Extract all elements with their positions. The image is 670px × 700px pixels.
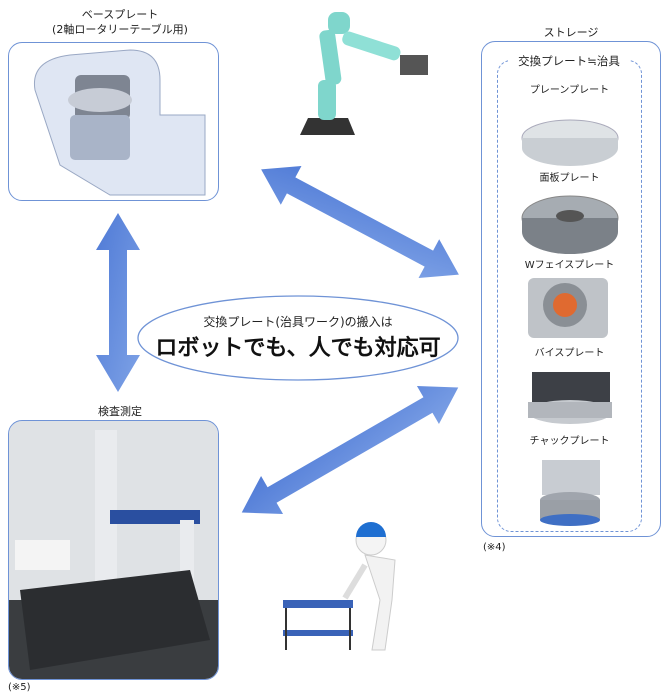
- faceplate-image: [521, 195, 619, 254]
- arrow-base-to-inspection: [96, 213, 140, 392]
- chuck-plate-image: [540, 460, 600, 526]
- storage-item-w-face-plate: Wフェイスプレート: [524, 260, 615, 271]
- storage-note: (※4): [483, 542, 506, 553]
- storage-title: ストレージ: [543, 26, 599, 39]
- inspection-box: [8, 420, 219, 680]
- center-headline: ロボットでも、人でも対応可: [155, 336, 441, 361]
- w-face-plate-image: [528, 278, 608, 338]
- storage-item-plain-plate: プレーンプレート: [529, 85, 610, 96]
- storage-item-faceplate: 面板プレート: [539, 173, 600, 184]
- center-caption: 交換プレート(治具ワーク)の搬入は: [203, 315, 393, 329]
- person-with-cart-image: [283, 522, 396, 651]
- arrow-inspection-to-storage: [241, 385, 459, 515]
- plain-plate-image: [521, 119, 619, 166]
- center-ellipse: [137, 295, 459, 381]
- robot-arm-image: [300, 12, 428, 135]
- cmm-photo: [9, 421, 218, 679]
- rotary-table-image: [33, 49, 206, 196]
- base-plate-box: [8, 42, 219, 201]
- inspection-note: (※5): [8, 682, 31, 693]
- vise-plate-image: [528, 372, 612, 424]
- exchange-plate-group-label: 交換プレート≒治具: [508, 53, 630, 69]
- base-plate-subtitle: (2軸ロータリーテーブル用): [52, 23, 188, 36]
- storage-box: [481, 41, 661, 537]
- storage-item-vise-plate: バイスプレート: [534, 348, 605, 359]
- base-plate-title: ベースプレート: [81, 8, 159, 21]
- arrow-base-to-storage: [261, 165, 459, 279]
- storage-item-chuck-plate: チャックプレート: [529, 436, 610, 447]
- exchange-plate-group: 交換プレート≒治具 プレーンプレート 面板プレート Wフェイスプレート バイスプ…: [497, 53, 642, 532]
- inspection-title: 検査測定: [98, 405, 142, 418]
